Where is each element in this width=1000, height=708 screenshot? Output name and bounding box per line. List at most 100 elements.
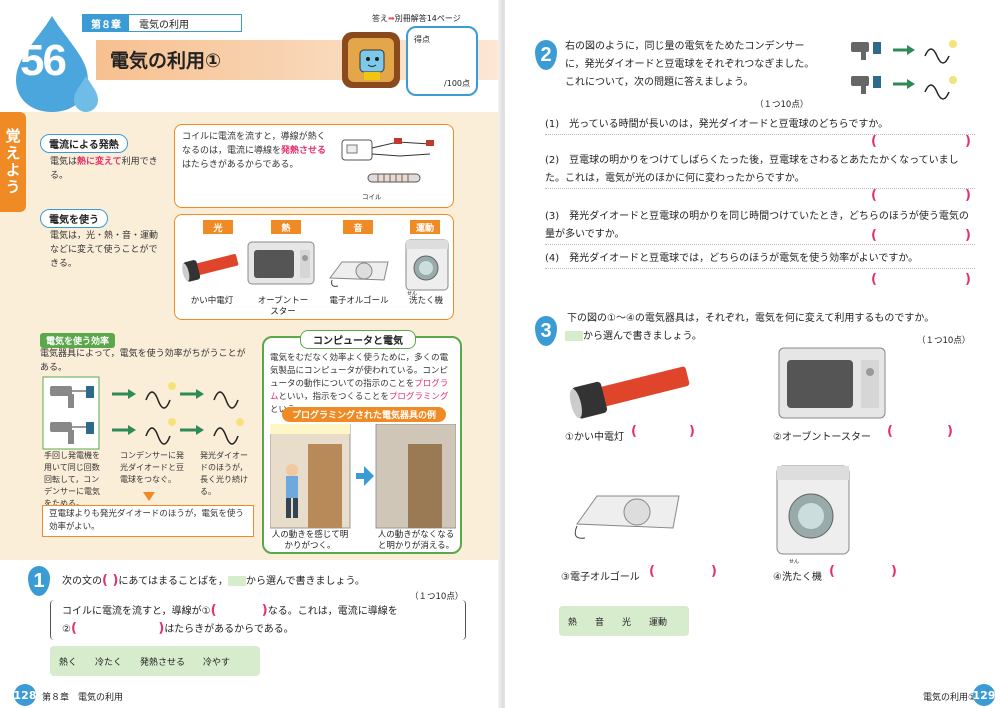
q3-choice: 光 xyxy=(622,617,632,628)
question-2-number: 2 xyxy=(535,40,557,70)
section-heading-efficiency: 電気を使う効率 xyxy=(40,333,116,348)
answer-ref-text: 別冊解答14ページ xyxy=(394,14,461,23)
q1-choice: 発熱させる xyxy=(140,657,186,668)
q2-item-4: (4) 発光ダイオードと豆電球では，どちらのほうが電気を使う効率がよいですか。 xyxy=(545,250,975,269)
question-1-prompt: 次の文の( )にあてはまることばを， から選んで書きましょう。 xyxy=(62,572,365,591)
q1-sentence-line-2: ②( )はたらきがあるからである。 xyxy=(62,620,294,639)
q2-answer-4[interactable]: () xyxy=(871,272,971,287)
q3-item-2-label: ②オーブントースター xyxy=(773,432,871,443)
question-3-points: （１つ10点） xyxy=(917,336,971,346)
caption-ruby: せん xyxy=(407,291,418,297)
caption-music-box: 電子オルゴール xyxy=(329,296,389,306)
section-heading-heat: 電流による発熱 xyxy=(40,134,128,153)
q3-item-3-label: ③電子オルゴール xyxy=(561,572,640,583)
question-1-number: 1 xyxy=(28,566,50,596)
page-number-left: 128 xyxy=(14,684,36,706)
q1-sentence-b: なる。これは，電流に導線を xyxy=(267,606,398,617)
q2-item-3: (3) 発光ダイオードと豆電球の明かりを同じ時間つけていたとき，どちらのほうが使… xyxy=(545,208,975,245)
question-3-prompt-line-1: 下の図の①〜④の電気器具は，それぞれ，電気を何に変えて利用するものですか。 xyxy=(567,313,935,324)
q2-answer-1[interactable]: () xyxy=(871,134,971,149)
section-heading-use: 電気を使う xyxy=(40,209,108,228)
oven-toaster-icon xyxy=(778,347,886,419)
coil-label: コイル xyxy=(362,193,382,201)
q1-blank-mark: ( ) xyxy=(102,573,119,588)
q1-bracket xyxy=(50,600,466,640)
q1-prompt-a: 次の文の xyxy=(62,576,102,587)
q3-item-4-label: ④洗たく機 xyxy=(773,572,822,583)
q2-item-2: (2) 豆電球の明かりをつけてしばらくたった後，豆電球をさわるとあたたかくなって… xyxy=(545,152,975,189)
question-1-points: （１つ10点） xyxy=(410,592,464,602)
computer-text-d: プログラミング xyxy=(388,392,449,402)
coil-experiment-illustration xyxy=(341,138,434,183)
section-text-heat: 電気は熱に変えて利用できる。 xyxy=(50,155,168,183)
q1-sentence-c: ② xyxy=(62,624,71,635)
score-box[interactable]: 得点 /100点 xyxy=(406,26,478,96)
efficiency-conclusion: 豆電球よりも発光ダイオードのほうが，電気を使う効率がよい。 xyxy=(42,505,254,537)
q2-answer-3[interactable]: () xyxy=(871,228,971,243)
chapter-tag: 第８章 xyxy=(83,15,129,31)
q3-item-1-label: ①かい中電灯 xyxy=(565,432,624,443)
q2-item-1: (1) 光っている時間が長いのは，発光ダイオードと豆電球のどちらですか。 xyxy=(545,116,975,135)
question-3-number: 3 xyxy=(535,316,557,346)
computer-text-a: 電気をむだなく効率よく使うために，多くの電気製品にコンピュータが使われている。コ… xyxy=(270,353,449,389)
tag-motion: 運動 xyxy=(410,220,440,234)
q3-choice: 熱 xyxy=(568,617,578,628)
arrow-down-icon xyxy=(143,492,155,501)
computer-text-b: プログラム xyxy=(270,379,449,402)
water-drop-icon xyxy=(16,16,98,112)
question-3-prompt-line-2: から選んで書きましょう。 xyxy=(565,328,702,346)
q3-answer-4[interactable]: () xyxy=(829,564,897,579)
washing-machine-icon xyxy=(776,465,850,555)
efficiency-diagram xyxy=(42,376,244,450)
question-2-prompt: 右の図のように，同じ量の電気をためたコンデンサーに，発光ダイオードと豆電球をそれ… xyxy=(565,41,815,88)
q2-answer-2[interactable]: () xyxy=(871,188,971,203)
chapter-bar: 第８章 電気の利用 xyxy=(82,14,242,32)
coil-text-c: はたらきがあるからである。 xyxy=(182,160,299,170)
caption-flashlight: かい中電灯 xyxy=(190,296,234,306)
tag-heat: 熱 xyxy=(271,220,301,234)
q1-sentence-a: コイルに電流を流すと，導線が① xyxy=(62,606,211,617)
efficiency-step-3: 発光ダイオードのほうが，長く光り続ける。 xyxy=(200,451,248,496)
q3-prompt-b: から選んで書きましょう。 xyxy=(583,331,702,342)
q3-choice: 運動 xyxy=(649,617,668,628)
q3-answer-1[interactable]: () xyxy=(631,424,695,439)
q1-sentence-line-1: コイルに電流を流すと，導線が①( )なる。これは，電流に導線を xyxy=(62,602,398,621)
q1-choices: 熱く 冷たく 発熱させる 冷やす xyxy=(50,646,260,676)
q1-prompt-c: から選んで書きましょう。 xyxy=(246,576,365,587)
q1-sentence-d: はたらきがあるからである。 xyxy=(164,624,294,635)
sensor-light-illustration xyxy=(270,424,456,529)
q3-choice: 音 xyxy=(595,617,605,628)
music-box-icon xyxy=(329,261,389,287)
section-text-efficiency: 電気器具によって，電気を使う効率がちがうことがある。 xyxy=(40,349,246,373)
efficiency-step-2: コンデンサーに発光ダイオードと豆電球をつなぐ。 xyxy=(120,451,184,484)
q3-ruby: せん xyxy=(789,559,800,565)
q1-answer-2[interactable]: ( ) xyxy=(70,621,165,636)
caption-light-off: 人の動きがなくなると明かりが消える。 xyxy=(377,530,455,551)
washing-machine-icon xyxy=(405,239,449,291)
coil-box-text: コイルに電流を流すと，導線が熱くなるのは，電流に導線を発熱させるはたらきがあるか… xyxy=(182,130,332,172)
mascot-illustration xyxy=(342,32,400,88)
heat-text-a: 電気は xyxy=(50,157,78,167)
answer-ref-label: 答え xyxy=(372,14,388,23)
score-label: 得点 xyxy=(414,35,430,44)
coil-box xyxy=(174,124,454,208)
chapter-name: 電気の利用 xyxy=(139,19,189,31)
book-gutter xyxy=(498,0,508,708)
caption-light-on: 人の動きを感じて明かりがつく。 xyxy=(271,530,349,551)
q1-prompt-b: にあてはまることばを， xyxy=(118,576,229,587)
left-page: 56 第８章 電気の利用 電気の利用① 答え➡別冊解答14ページ 得点 /100… xyxy=(0,13,504,706)
arrow-right-icon: ➡ xyxy=(388,14,395,23)
question-2-points: （１つ10点） xyxy=(755,100,809,110)
q3-answer-3[interactable]: () xyxy=(649,564,717,579)
music-box-icon xyxy=(574,495,680,539)
efficiency-step-1: 手回し発電機を用いて同じ回数回転して，コンデンサーに電気をためる。 xyxy=(44,451,100,508)
q3-answer-2[interactable]: () xyxy=(887,424,953,439)
answer-reference: 答え➡別冊解答14ページ xyxy=(372,13,461,24)
q3-choices-mark xyxy=(565,331,583,341)
flashlight-icon xyxy=(182,254,239,282)
section-text-use: 電気は，光・熱・音・運動などに変えて使うことができる。 xyxy=(50,231,159,269)
caption-washer: 洗たく機 xyxy=(408,296,443,306)
q1-answer-1[interactable]: ( ) xyxy=(210,603,268,618)
heat-text-c: 利用できる。 xyxy=(50,157,158,181)
summary-side-tag: 覚えよう xyxy=(0,112,26,212)
